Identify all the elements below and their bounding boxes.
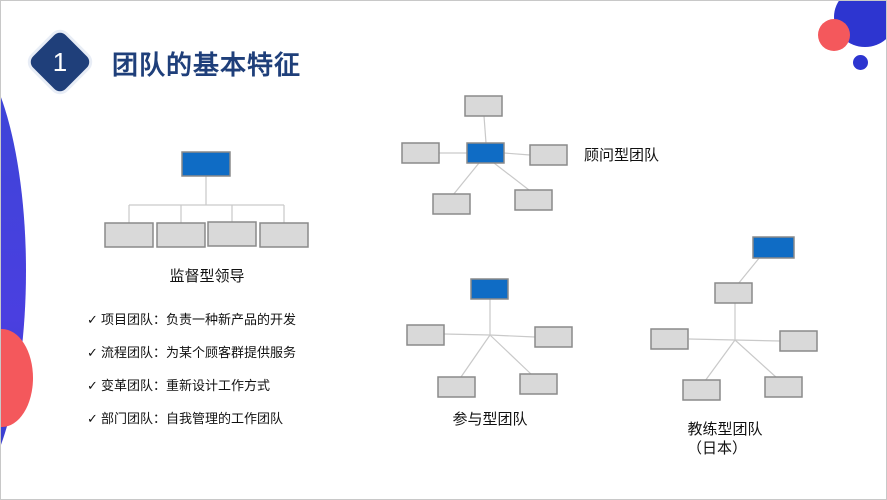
member-box xyxy=(682,379,721,401)
connector-line xyxy=(493,162,530,191)
supervisory-diagram xyxy=(128,176,285,223)
connector-line xyxy=(443,333,491,336)
page-title: 团队的基本特征 xyxy=(112,51,302,81)
member-box xyxy=(464,95,503,117)
member-box xyxy=(156,222,206,248)
supervisory-label: 监督型领导 xyxy=(169,267,245,285)
member-box xyxy=(779,330,818,352)
connector-line xyxy=(688,338,736,341)
member-box xyxy=(259,222,309,248)
member-box xyxy=(207,221,257,247)
team-types-list: ✓项目团队：负责一种新产品的开发 ✓流程团队：为某个顾客群提供服务 ✓变革团队：… xyxy=(87,312,296,444)
leader-box xyxy=(181,151,231,177)
leader-box xyxy=(752,236,795,259)
connector-line xyxy=(452,162,480,196)
connector-line xyxy=(734,339,781,342)
member-box xyxy=(432,193,471,215)
list-item: ✓项目团队：负责一种新产品的开发 xyxy=(87,313,297,328)
connector-line xyxy=(503,152,531,156)
connector-line xyxy=(704,339,736,382)
list-item: ✓部门团队：自我管理的工作团队 xyxy=(87,412,284,427)
participative-diagram xyxy=(443,299,536,378)
coaching-label: 教练型团队 xyxy=(687,420,763,438)
member-box xyxy=(529,144,568,166)
member-box xyxy=(514,189,553,211)
member-box xyxy=(534,326,573,348)
member-box xyxy=(714,282,753,304)
list-item: ✓变革团队：重新设计工作方式 xyxy=(87,379,271,394)
member-box xyxy=(437,376,476,398)
checkmark-icon: ✓ xyxy=(87,412,98,427)
advisory-diagram xyxy=(439,115,531,196)
section-badge-number: 1 xyxy=(52,47,68,77)
connector-line xyxy=(734,339,778,379)
member-box xyxy=(650,328,689,350)
connector-line xyxy=(460,334,491,378)
member-box xyxy=(401,142,440,164)
connector-line xyxy=(483,115,487,144)
list-item: ✓流程团队：为某个顾客群提供服务 xyxy=(87,346,297,361)
member-box xyxy=(764,376,803,398)
leader-box xyxy=(470,278,509,300)
connector-line xyxy=(489,334,532,375)
connector-line xyxy=(489,334,536,338)
checkmark-icon: ✓ xyxy=(87,346,98,361)
coaching-diagram xyxy=(688,256,781,382)
leader-box xyxy=(466,142,505,164)
decorative-top-right-dot xyxy=(853,55,868,70)
checkmark-icon: ✓ xyxy=(87,379,98,394)
coaching-sublabel: （日本） xyxy=(686,439,748,457)
member-box xyxy=(519,373,558,395)
connector-line xyxy=(737,256,761,285)
checkmark-icon: ✓ xyxy=(87,313,98,328)
member-box xyxy=(406,324,445,346)
participative-label: 参与型团队 xyxy=(452,410,528,428)
advisory-label: 顾问型团队 xyxy=(584,146,660,164)
decorative-top-right-red-circle xyxy=(818,19,850,51)
member-box xyxy=(104,222,154,248)
